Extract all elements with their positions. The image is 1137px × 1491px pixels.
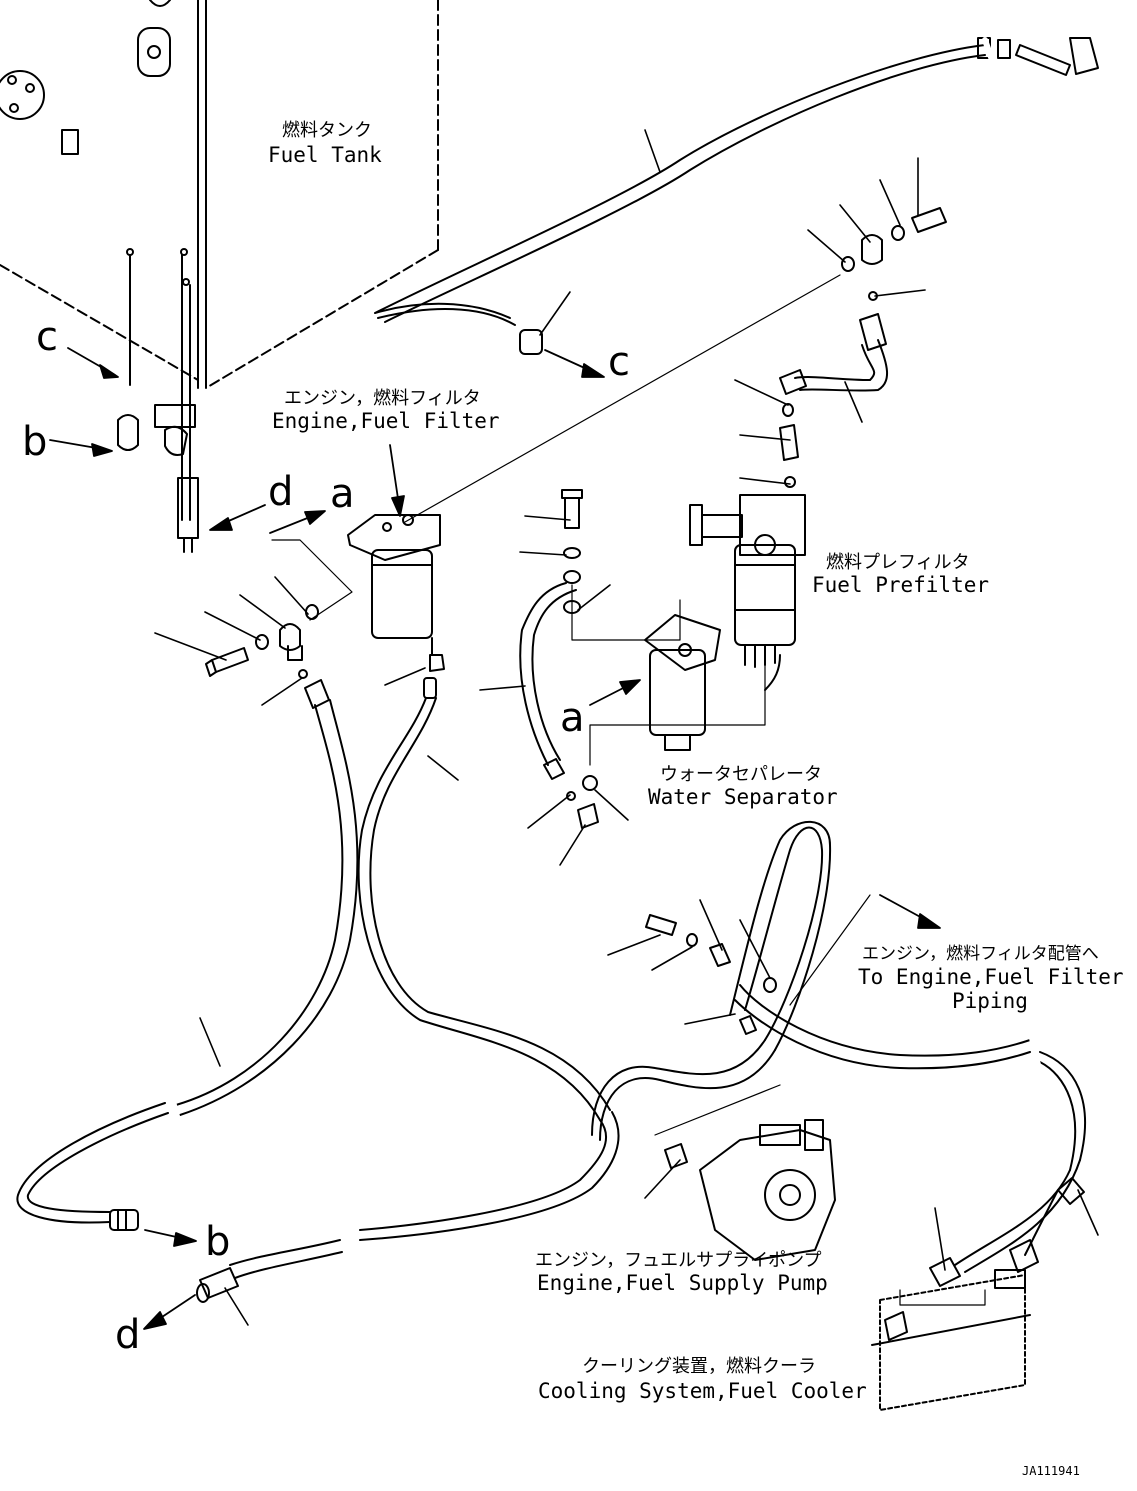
- pump-label-jp: エンジン，フュエルサプライポンプ: [535, 1250, 822, 1271]
- ref-d-top: d: [268, 469, 293, 515]
- drawing-id: JA111941: [1022, 1464, 1080, 1478]
- prefilter-pipe: [779, 207, 947, 488]
- prefilter-label-jp: 燃料プレフィルタ: [826, 552, 970, 573]
- cooler-label-en: Cooling System,Fuel Cooler: [538, 1379, 867, 1403]
- to-filter-piping-label-en2: Piping: [952, 989, 1028, 1013]
- to-filter-piping-label-jp: エンジン，燃料フィルタ配管へ: [862, 944, 1099, 964]
- hose-from-filter: [196, 677, 620, 1303]
- ref-b-bottom: b: [205, 1219, 230, 1265]
- right-hose-loop: [591, 820, 1086, 1287]
- to-filter-piping-label-en1: To Engine,Fuel Filter: [858, 965, 1124, 989]
- prefilter-label-en: Fuel Prefilter: [812, 573, 989, 597]
- fuel-tank-label-jp: 燃料タンク: [282, 120, 372, 141]
- ref-a-top: a: [330, 471, 355, 517]
- ref-c-left: c: [36, 314, 58, 360]
- hose-breaks: [169, 37, 1041, 1253]
- water-separator-label-jp: ウォータセパレータ: [660, 764, 822, 785]
- pump-label-en: Engine,Fuel Supply Pump: [537, 1271, 828, 1295]
- water-separator-line: [519, 489, 599, 829]
- cooler-label-jp: クーリング装置，燃料クーラ: [582, 1356, 816, 1377]
- fuel-tank-label-en: Fuel Tank: [268, 143, 382, 167]
- ref-c-right: c: [608, 339, 630, 385]
- ref-a-mid: a: [560, 695, 585, 741]
- fuel-tank: [0, 0, 439, 553]
- return-hose-top: [374, 37, 1099, 355]
- fuel-prefilter: [689, 494, 806, 691]
- ref-b-left: b: [22, 419, 47, 465]
- ref-d-bottom: d: [115, 1312, 140, 1358]
- fuel-cooler: [871, 1239, 1039, 1411]
- engine-fuel-filter: [347, 514, 445, 672]
- engine-filter-label-jp: エンジン，燃料フィルタ: [284, 388, 481, 409]
- water-separator-label-en: Water Separator: [648, 785, 838, 809]
- hose-to-b: [16, 679, 359, 1231]
- fuel-supply-pump: [664, 1119, 836, 1261]
- arrows: [49, 347, 941, 1330]
- filter-fittings: [205, 604, 319, 679]
- engine-filter-label-en: Engine,Fuel Filter: [272, 409, 500, 433]
- water-separator: [644, 614, 721, 751]
- leader-lines: [154, 129, 1099, 1326]
